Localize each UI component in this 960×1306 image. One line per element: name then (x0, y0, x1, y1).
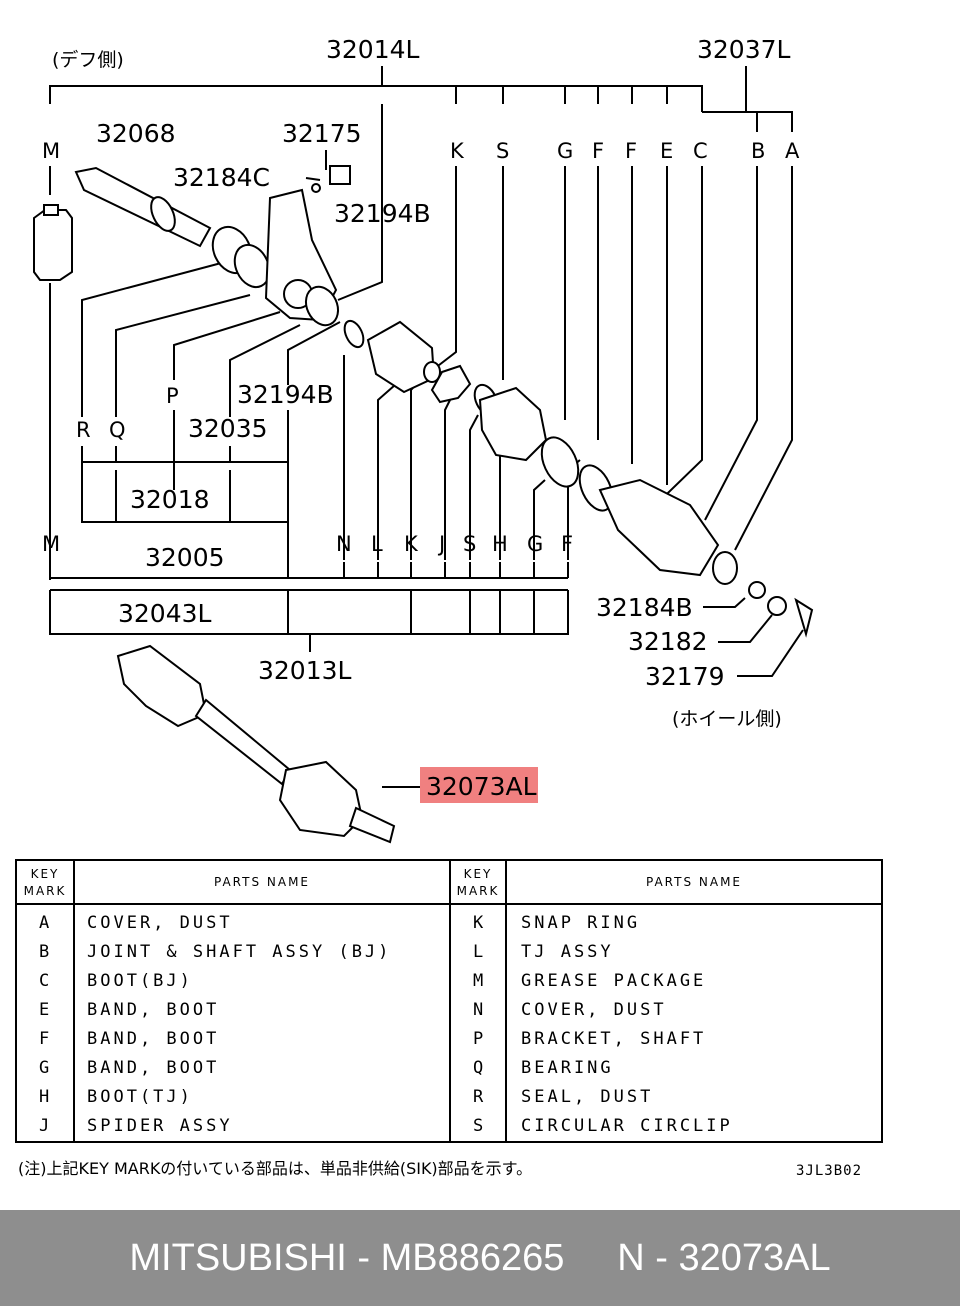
callout-32182: 32182 (628, 627, 708, 656)
part-name-cell: BAND, BOOT (87, 1029, 220, 1049)
key-cell: H (39, 1087, 53, 1107)
callout-32005: 32005 (145, 543, 225, 572)
key-cell: P (473, 1029, 487, 1049)
key-header-line2: MARK (23, 884, 67, 898)
bottom-mark-G: G (527, 532, 543, 556)
key-cell: C (39, 971, 53, 991)
part-name-cell: BAND, BOOT (87, 1058, 220, 1078)
callout-32194B-mid: 32194B (237, 380, 334, 409)
key-cell: N (473, 1000, 487, 1020)
table-divider (449, 861, 451, 1141)
parts-artwork (33, 165, 814, 844)
wheel-side-label: (ホイール側) (672, 708, 782, 730)
part-name-cell: GREASE PACKAGE (521, 971, 707, 991)
key-header-line2: MARK (456, 884, 500, 898)
part-name-cell: BAND, BOOT (87, 1000, 220, 1020)
right-key-header: KEY MARK (451, 866, 505, 900)
callout-32018: 32018 (130, 485, 210, 514)
top-mark-F2: F (625, 139, 637, 163)
key-cell: J (39, 1116, 53, 1136)
key-header-line1: KEY (463, 867, 493, 881)
footer-bar: MITSUBISHI - MB886265 N - 32073AL (0, 1210, 960, 1306)
drawing-code: 3JL3B02 (796, 1163, 863, 1179)
part-name-cell: COVER, DUST (87, 913, 233, 933)
key-cell: G (39, 1058, 53, 1078)
key-cell: F (39, 1029, 53, 1049)
callout-32179: 32179 (645, 662, 725, 691)
top-mark-G: G (557, 139, 573, 163)
key-cell: M (473, 971, 487, 991)
part-name-cell: BOOT(TJ) (87, 1087, 193, 1107)
callout-32037L: 32037L (697, 35, 791, 64)
callout-32184B: 32184B (596, 593, 693, 622)
def-side-label: (デフ側) (52, 49, 124, 71)
part-name-cell: JOINT & SHAFT ASSY (BJ) (87, 942, 392, 962)
left-key-header: KEY MARK (17, 866, 73, 900)
part-name-cell: TJ ASSY (521, 942, 614, 962)
part-name-cell: SPIDER ASSY (87, 1116, 233, 1136)
mark-Q: Q (109, 418, 126, 442)
callout-32035: 32035 (188, 414, 268, 443)
highlight-box (420, 767, 538, 803)
callout-32013L: 32013L (258, 656, 352, 685)
top-mark-M: M (42, 139, 60, 163)
bottom-mark-J: J (437, 532, 445, 556)
top-mark-S: S (496, 139, 509, 163)
part-name-cell: SEAL, DUST (521, 1087, 654, 1107)
key-cell: Q (473, 1058, 487, 1078)
right-name-header: PARTS NAME (645, 875, 743, 889)
key-cell: A (39, 913, 53, 933)
mark-R: R (76, 418, 91, 442)
callout-32068: 32068 (96, 119, 176, 148)
part-name-cell: SNAP RING (521, 913, 641, 933)
table-divider (73, 861, 75, 1141)
part-number-caption: MITSUBISHI - MB886265 N - 32073AL (129, 1237, 831, 1279)
callout-32014L: 32014L (326, 35, 420, 64)
top-mark-B: B (751, 139, 765, 163)
parts-table: KEY MARK PARTS NAME KEY MARK PARTS NAME … (15, 859, 883, 1143)
table-divider (505, 861, 507, 1141)
callout-32073AL: 32073AL (426, 772, 537, 801)
key-cell: E (39, 1000, 53, 1020)
bottom-mark-M: M (42, 532, 60, 556)
key-cell: L (473, 942, 487, 962)
part-name-cell: BOOT(BJ) (87, 971, 193, 991)
key-cell: K (473, 913, 487, 933)
exploded-parts-diagram: (デフ側) 32014L 32037L 32068 32175 32184C 3… (33, 35, 814, 844)
callout-32175: 32175 (282, 119, 362, 148)
part-name-cell: BRACKET, SHAFT (521, 1029, 707, 1049)
key-cell: B (39, 942, 53, 962)
left-name-header: PARTS NAME (213, 875, 311, 889)
key-header-line1: KEY (30, 867, 60, 881)
top-mark-C: C (693, 139, 708, 163)
part-name-cell: BEARING (521, 1058, 614, 1078)
mark-P: P (166, 384, 179, 408)
part-name-cell: CIRCULAR CIRCLIP (521, 1116, 733, 1136)
top-mark-E: E (660, 139, 673, 163)
callout-32184C: 32184C (173, 163, 270, 192)
top-mark-K: K (450, 139, 465, 163)
footnote: (注)上記KEY MARKの付いている部品は、単品非供給(SIK)部品を示す。 (18, 1159, 533, 1178)
part-name-cell: COVER, DUST (521, 1000, 667, 1020)
leader-lines (49, 66, 804, 788)
key-cell: R (473, 1087, 487, 1107)
table-header-row (17, 861, 881, 905)
callout-32043L: 32043L (118, 599, 212, 628)
key-cell: S (473, 1116, 487, 1136)
top-mark-A: A (785, 139, 800, 163)
top-mark-F1: F (592, 139, 604, 163)
